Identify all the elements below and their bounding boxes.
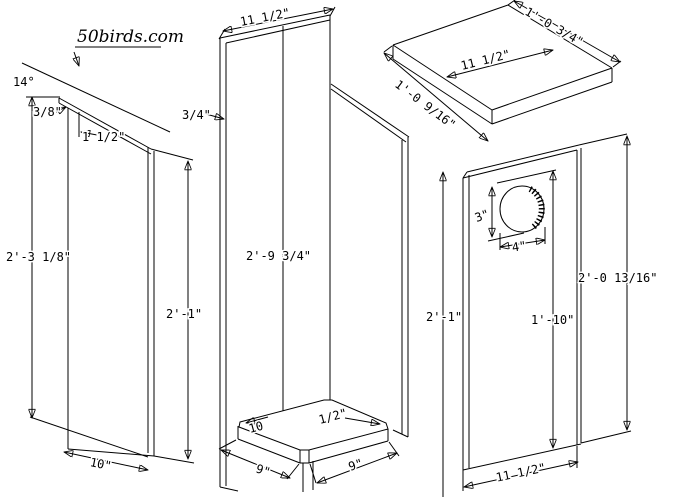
roof-right-edge-label: 1'-0 3/4" (523, 4, 586, 49)
front-panel-view: 3" 4" 2'-1" 1'-10" 2'-0 13/16" 11 1/2" (425, 133, 659, 497)
side-panel-view: 14° 3/8" 1 1/2" 2'-3 1/8" 2'-1" 10" (5, 51, 204, 475)
side-panel-angle-label: 14° (13, 75, 35, 89)
floor-top-left-callout: 10 (247, 419, 265, 436)
side-panel-width-label: 10" (89, 455, 113, 473)
roof-top-face-label: 11 1/2" (459, 47, 511, 73)
hole-height-label: 3" (473, 207, 491, 225)
side-panel-front-height-label: 2'-3 1/8" (6, 250, 71, 264)
front-panel-left-height-label: 2'-1" (426, 310, 462, 324)
back-panel-width-label: 11 1/2" (239, 6, 291, 29)
roof-left-edge-label: 1'-0 9/16" (392, 77, 458, 132)
floor-top-right-callout: 1/2" (317, 406, 349, 427)
floor-right-width-label: 9" (347, 456, 365, 474)
front-panel-right-height-label: 2'-0 13/16" (578, 271, 657, 285)
side-panel-setback-label: 1 1/2" (82, 130, 125, 144)
entrance-hole-shading (528, 186, 545, 231)
roof-view: 1'-0 3/4" 11 1/2" 1'-0 9/16" (384, 0, 622, 141)
back-panel-view: 11 1/2" 3/4" 2'-9 3/4" (181, 4, 336, 492)
hole-to-bottom-label: 1'-10" (531, 313, 574, 327)
floor-left-depth-label: 9" (254, 462, 272, 480)
site-title: 50birds.com (77, 27, 184, 47)
hole-width-label: 4" (511, 238, 527, 254)
front-panel-width-label: 11 1/2" (495, 460, 547, 484)
floor-view: 10 1/2" 9" 9" (218, 399, 400, 492)
back-panel-thickness-label: 3/4" (182, 108, 211, 122)
side-piece-view (330, 83, 410, 438)
side-panel-back-height-label: 2'-1" (166, 307, 202, 321)
back-panel-height-label: 2'-9 3/4" (246, 249, 311, 263)
side-panel-bevel-label: 3/8" (33, 105, 62, 119)
